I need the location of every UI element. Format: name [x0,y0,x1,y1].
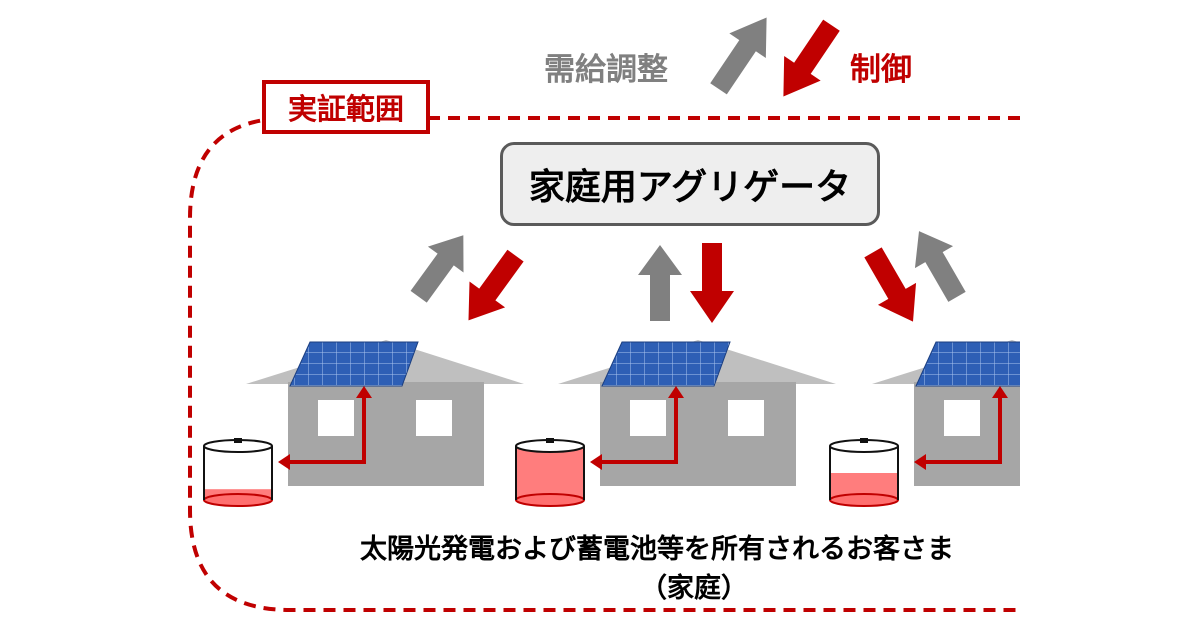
down-arrow-house-3 [864,247,917,322]
house-2-power-line-arrowhead-up [668,386,684,398]
house-2-solar-panel [601,341,731,387]
house-2-battery-fill [516,446,584,500]
house-1-battery-bottom [203,493,273,507]
up-arrow-house-2 [638,245,682,321]
house-3-window-right [1042,400,1078,436]
house-3-power-line-arrowhead-left [914,454,926,470]
house-1 [203,340,524,507]
house-1-power-line [286,394,366,464]
down-arrow-house-2 [690,243,734,323]
house-3-battery-terminal [860,438,868,443]
up-arrow-house-3 [914,231,966,302]
house-3-wall [914,382,1020,486]
house-1-solar-panel [289,341,419,387]
house-1-window-left [318,400,354,436]
house-2-battery [515,438,585,507]
house-3-window-left [944,400,980,436]
house-3-power-line-arrowhead-up [992,386,1008,398]
up-arrow-house-1 [410,235,464,303]
house-2-power-line [598,394,678,464]
house-2-battery-bottom [515,493,585,507]
aggregator-box: 家庭用アグリゲータ [500,142,880,226]
house-1-power-line-arrowhead-left [278,454,290,470]
up-arrow-grid [710,17,767,95]
down-arrow-house-1 [468,249,524,321]
house-3-power-line [922,394,1002,464]
customers-sub-label: （家庭） [640,573,748,604]
house-1-wall [288,382,484,486]
house-1-battery [203,438,273,507]
control-label: 制御 [850,52,912,88]
house-2-power-line-arrowhead-left [590,454,602,470]
house-1-battery-terminal [234,438,242,443]
house-3 [829,340,1078,507]
house-1-power-line-arrowhead-up [356,386,372,398]
aggregator-label: 家庭用アグリゲータ [528,167,852,208]
house-2-battery-terminal [546,438,554,443]
house-3-solar-panel [915,341,1020,387]
customers-label: 太陽光発電および蓄電池等を所有されるお客さま [360,534,954,565]
house-2-window-left [630,400,666,436]
house-1-window-right [416,400,452,436]
demand-adjustment-label: 需給調整 [544,52,668,88]
house-2-window-right [728,400,764,436]
house-2-wall [600,382,796,486]
house-2 [515,340,836,507]
house-3-battery-bottom [829,493,899,507]
down-arrow-grid [783,19,840,97]
house-3-battery [829,438,899,507]
scope-label: 実証範囲 [262,80,430,134]
